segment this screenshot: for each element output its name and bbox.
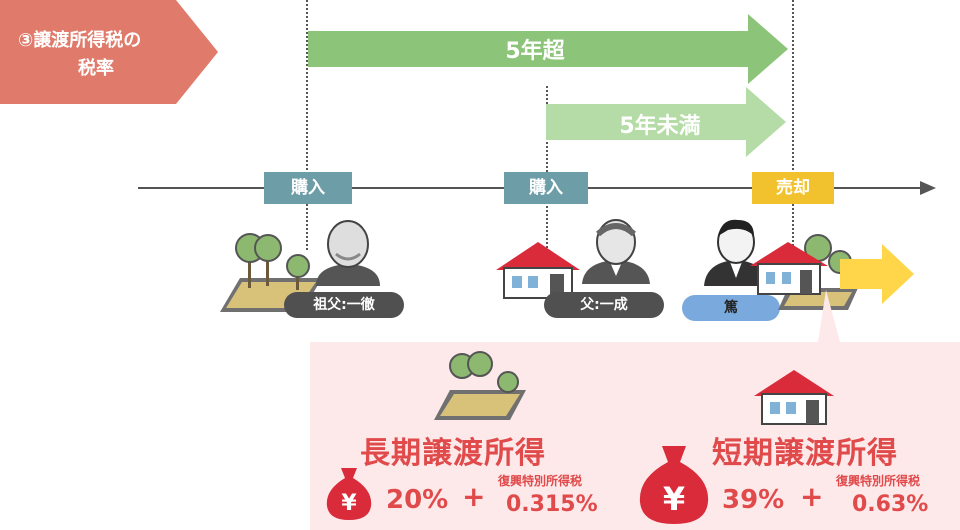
section-badge — [0, 0, 218, 104]
dotted-line-sale — [792, 0, 794, 250]
grandfather-avatar-icon — [316, 220, 380, 286]
short-term-title: 短期譲渡所得 — [712, 436, 898, 471]
svg-text:¥: ¥ — [663, 480, 685, 518]
long-term-plus: + — [462, 480, 486, 513]
dotted-line-grandfather — [306, 0, 308, 250]
purchase-tag-father: 購入 — [504, 172, 588, 204]
house-icon-father — [496, 242, 580, 299]
short-term-plus: + — [800, 480, 824, 513]
short-term-rate: 39% — [722, 485, 785, 515]
son-avatar-icon — [704, 219, 768, 286]
grandfather-name-label: 祖父:一徹 — [284, 292, 404, 318]
tax-rate-panel — [310, 290, 960, 530]
svg-text:¥: ¥ — [341, 491, 357, 516]
long-term-rate: 20% — [386, 485, 449, 515]
sale-arrow-icon — [840, 244, 914, 304]
land-trees-icon — [220, 233, 322, 312]
long-term-title: 長期譲渡所得 — [360, 436, 546, 471]
long-term-recon-rate: 0.315% — [506, 492, 598, 517]
father-name-label: 父:一成 — [544, 292, 664, 318]
long-term-arrow — [308, 14, 788, 84]
purchase-tag-grandfather: 購入 — [264, 172, 352, 204]
yen-bag-icon-short: ¥ — [639, 446, 709, 524]
yen-bag-icon-long: ¥ — [326, 468, 372, 520]
section-title-line2: 税率 — [78, 58, 114, 79]
section-title-line1: ③譲渡所得税の — [18, 30, 142, 51]
short-term-arrow — [546, 87, 786, 157]
short-term-house-icon — [754, 370, 834, 425]
father-avatar-icon — [582, 219, 650, 284]
sale-tag: 売却 — [752, 172, 834, 204]
short-term-recon-rate: 0.63% — [852, 492, 929, 517]
long-term-arrow-label: 5年超 — [505, 39, 565, 64]
short-term-recon-label: 復興特別所得税 — [836, 474, 921, 488]
long-term-recon-label: 復興特別所得税 — [498, 474, 583, 488]
long-term-land-icon — [434, 351, 526, 420]
short-term-arrow-label: 5年未満 — [619, 114, 701, 139]
son-name-label: 篤 — [682, 295, 780, 321]
